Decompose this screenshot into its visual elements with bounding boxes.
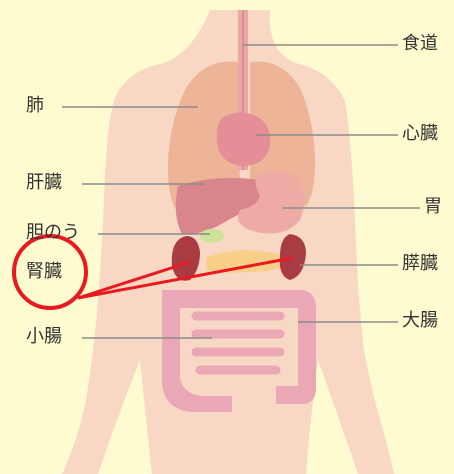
label-small-intestine: 小腸 (26, 327, 62, 347)
label-kidney: 腎臓 (26, 262, 62, 282)
label-pancreas: 膵臓 (402, 254, 438, 274)
label-stomach: 胃 (424, 197, 442, 217)
label-heart: 心臓 (402, 124, 438, 144)
label-gallbladder: 胆のう (26, 223, 80, 243)
heart (217, 112, 271, 166)
label-liver: 肝臓 (26, 173, 62, 193)
label-lungs: 肺 (26, 96, 44, 116)
label-esophagus: 食道 (402, 34, 438, 54)
label-large-intestine: 大腸 (402, 311, 438, 331)
gallbladder (200, 229, 224, 243)
